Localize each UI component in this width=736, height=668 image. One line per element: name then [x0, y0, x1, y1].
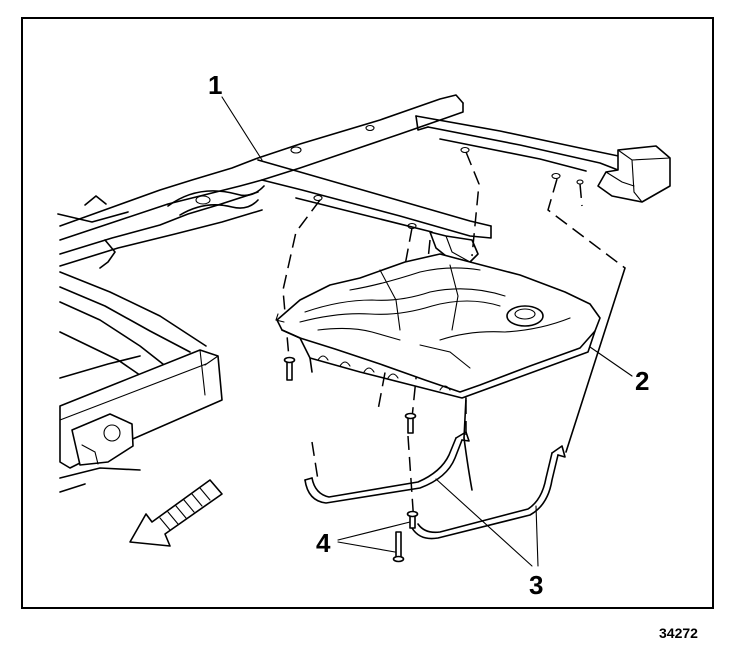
bolt	[392, 531, 405, 563]
frame-side-rail	[57, 94, 464, 269]
frame-crossmember-front	[257, 159, 492, 263]
fuel-tank	[275, 253, 601, 491]
front-direction-arrow-icon	[129, 479, 223, 547]
bolt	[283, 356, 296, 381]
leader-line-4a	[337, 521, 411, 541]
fuel-tank-strap-left	[304, 431, 470, 504]
filler-neck	[506, 305, 544, 327]
leader-line-2	[589, 346, 633, 377]
strap-alignment-line	[565, 267, 626, 453]
leader-line-3b	[535, 505, 539, 567]
leader-line-3a	[435, 478, 533, 567]
bolt	[404, 412, 417, 434]
callout-4: 4	[316, 528, 331, 558]
leader-line-4b	[337, 541, 396, 553]
leader-line-1	[221, 96, 263, 161]
fuel-tank-strap-right	[411, 445, 566, 540]
callout-2: 2	[635, 366, 649, 396]
bolt	[406, 510, 419, 529]
figure-number: 34272	[659, 625, 698, 641]
frame-crossmember-rear	[415, 115, 671, 203]
figure-border	[21, 17, 714, 609]
callout-1: 1	[208, 70, 222, 100]
callout-3: 3	[529, 570, 543, 600]
frame-lower-left	[59, 271, 223, 493]
